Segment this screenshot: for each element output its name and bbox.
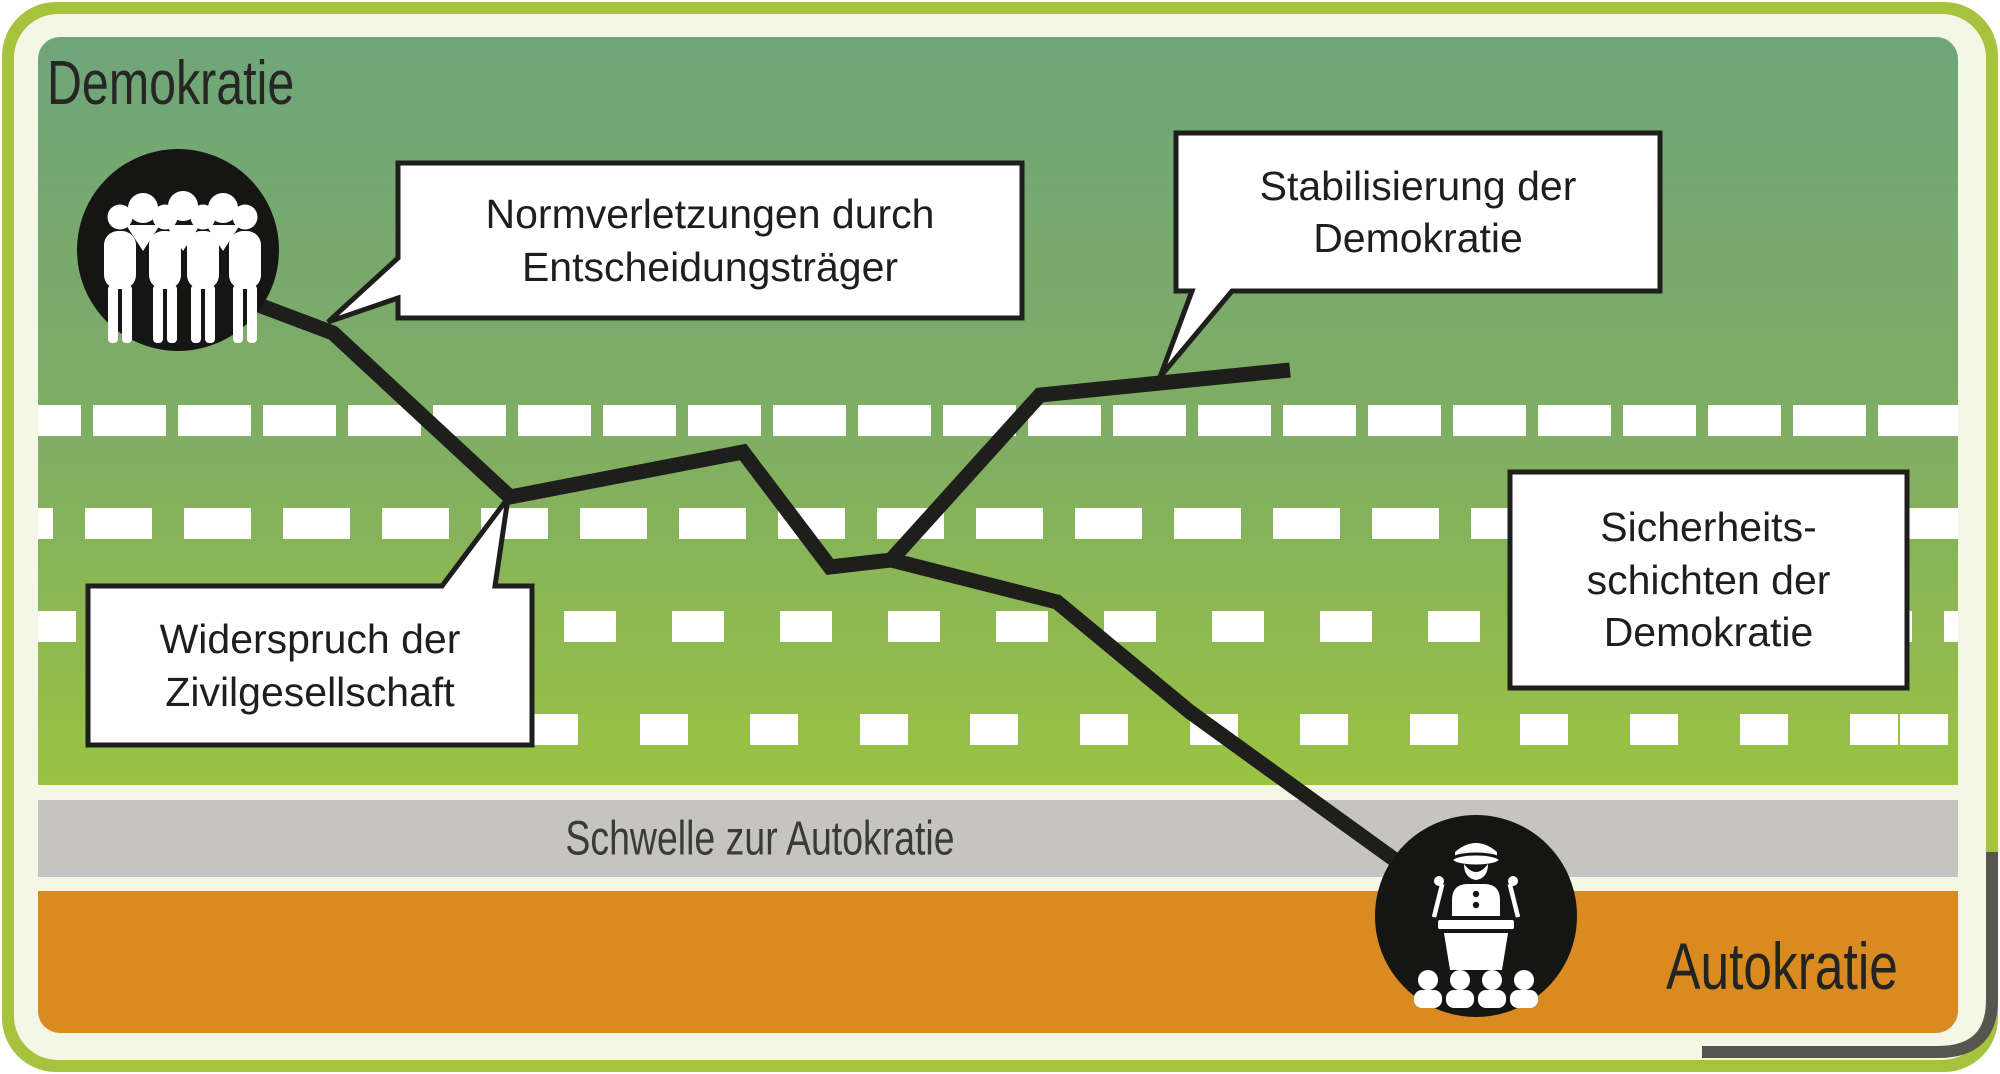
autocracy-zone-label: Autokratie <box>1666 929 1898 1003</box>
callout-line: Zivilgesellschaft <box>165 668 455 715</box>
callout-line: Widerspruch der <box>159 616 461 663</box>
crowd-icon <box>104 191 261 343</box>
callout-line: Sicherheits- <box>1600 504 1817 551</box>
stabilization-branch-line <box>885 362 1291 566</box>
autocracy-zone <box>38 891 1958 1033</box>
callout-stabilization-bubble <box>1157 130 1663 379</box>
divider-stripe-upper <box>38 785 1958 800</box>
callout-security-layers-box <box>1507 469 1910 691</box>
callout-line: Stabilisierung der <box>1259 162 1577 209</box>
callout-stabilization-text: Stabilisierung der Demokratie <box>1176 133 1660 291</box>
callout-line: schichten der <box>1586 556 1831 603</box>
autocracy-badge <box>1375 815 1577 1017</box>
callout-line: Demokratie <box>1603 609 1814 656</box>
callout-norm-violations-text: Normverletzungen durch Entscheidungsträg… <box>398 163 1022 318</box>
threshold-band <box>38 800 1958 877</box>
callout-line: Normverletzungen durch <box>485 191 935 238</box>
democracy-zone-label: Demokratie <box>47 49 295 118</box>
threshold-band-label: Schwelle zur Autokratie <box>565 812 955 866</box>
autocrat-icon <box>1414 843 1538 1008</box>
democracy-badge <box>77 149 279 351</box>
callout-line: Demokratie <box>1313 215 1523 261</box>
callout-security-layers-text: Sicherheits- schichten der Demokratie <box>1510 472 1907 688</box>
callout-norm-violations-bubble <box>326 160 1025 325</box>
callout-line: Entscheidungsträger <box>521 243 899 290</box>
corner-shadow <box>1702 852 1998 1058</box>
callout-civil-society-bubble <box>85 496 535 748</box>
decline-trajectory-line <box>237 290 1425 885</box>
callout-civil-society-text: Widerspruch der Zivilgesellschaft <box>88 586 532 745</box>
